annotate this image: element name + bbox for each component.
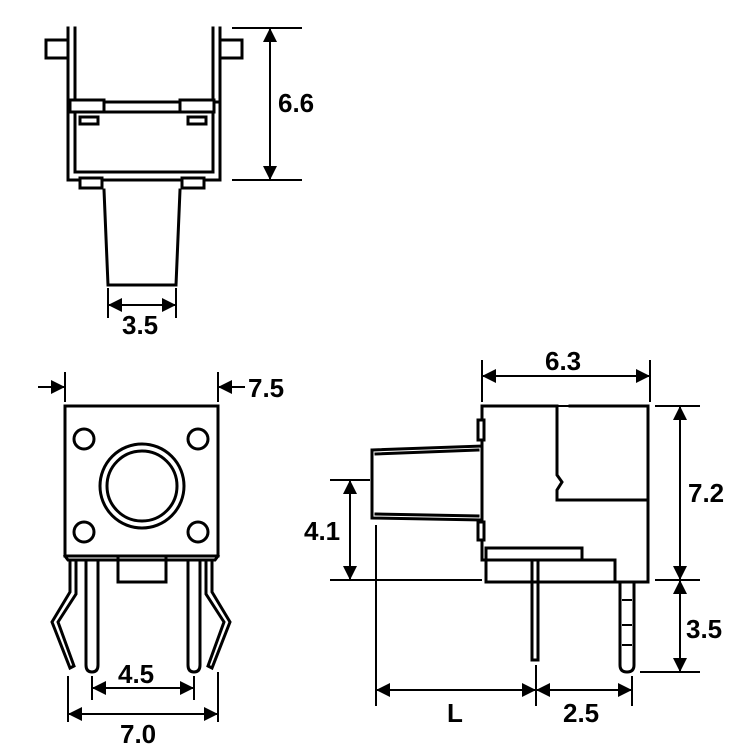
side-lead-length-label: 3.5	[686, 614, 722, 644]
side-view: 6.3 7.2 3.5 4.1 L 2.5	[304, 346, 724, 728]
front-body-width-label: 7.5	[248, 373, 284, 403]
front-view: 7.5 4.5 7.0	[38, 372, 284, 749]
side-depth-label: 6.3	[545, 346, 581, 376]
side-actuator-height-label: 4.1	[304, 516, 340, 546]
top-stem-width-label: 3.5	[122, 310, 158, 340]
side-actuator-length-label: L	[447, 698, 463, 728]
front-inner-spacing-label: 4.5	[118, 659, 154, 689]
front-outer-spacing-label: 7.0	[120, 719, 156, 749]
top-view: 3.5 6.6	[44, 26, 314, 340]
side-height-label: 7.2	[688, 478, 724, 508]
top-height-label: 6.6	[278, 88, 314, 118]
side-pin-spacing-label: 2.5	[563, 698, 599, 728]
